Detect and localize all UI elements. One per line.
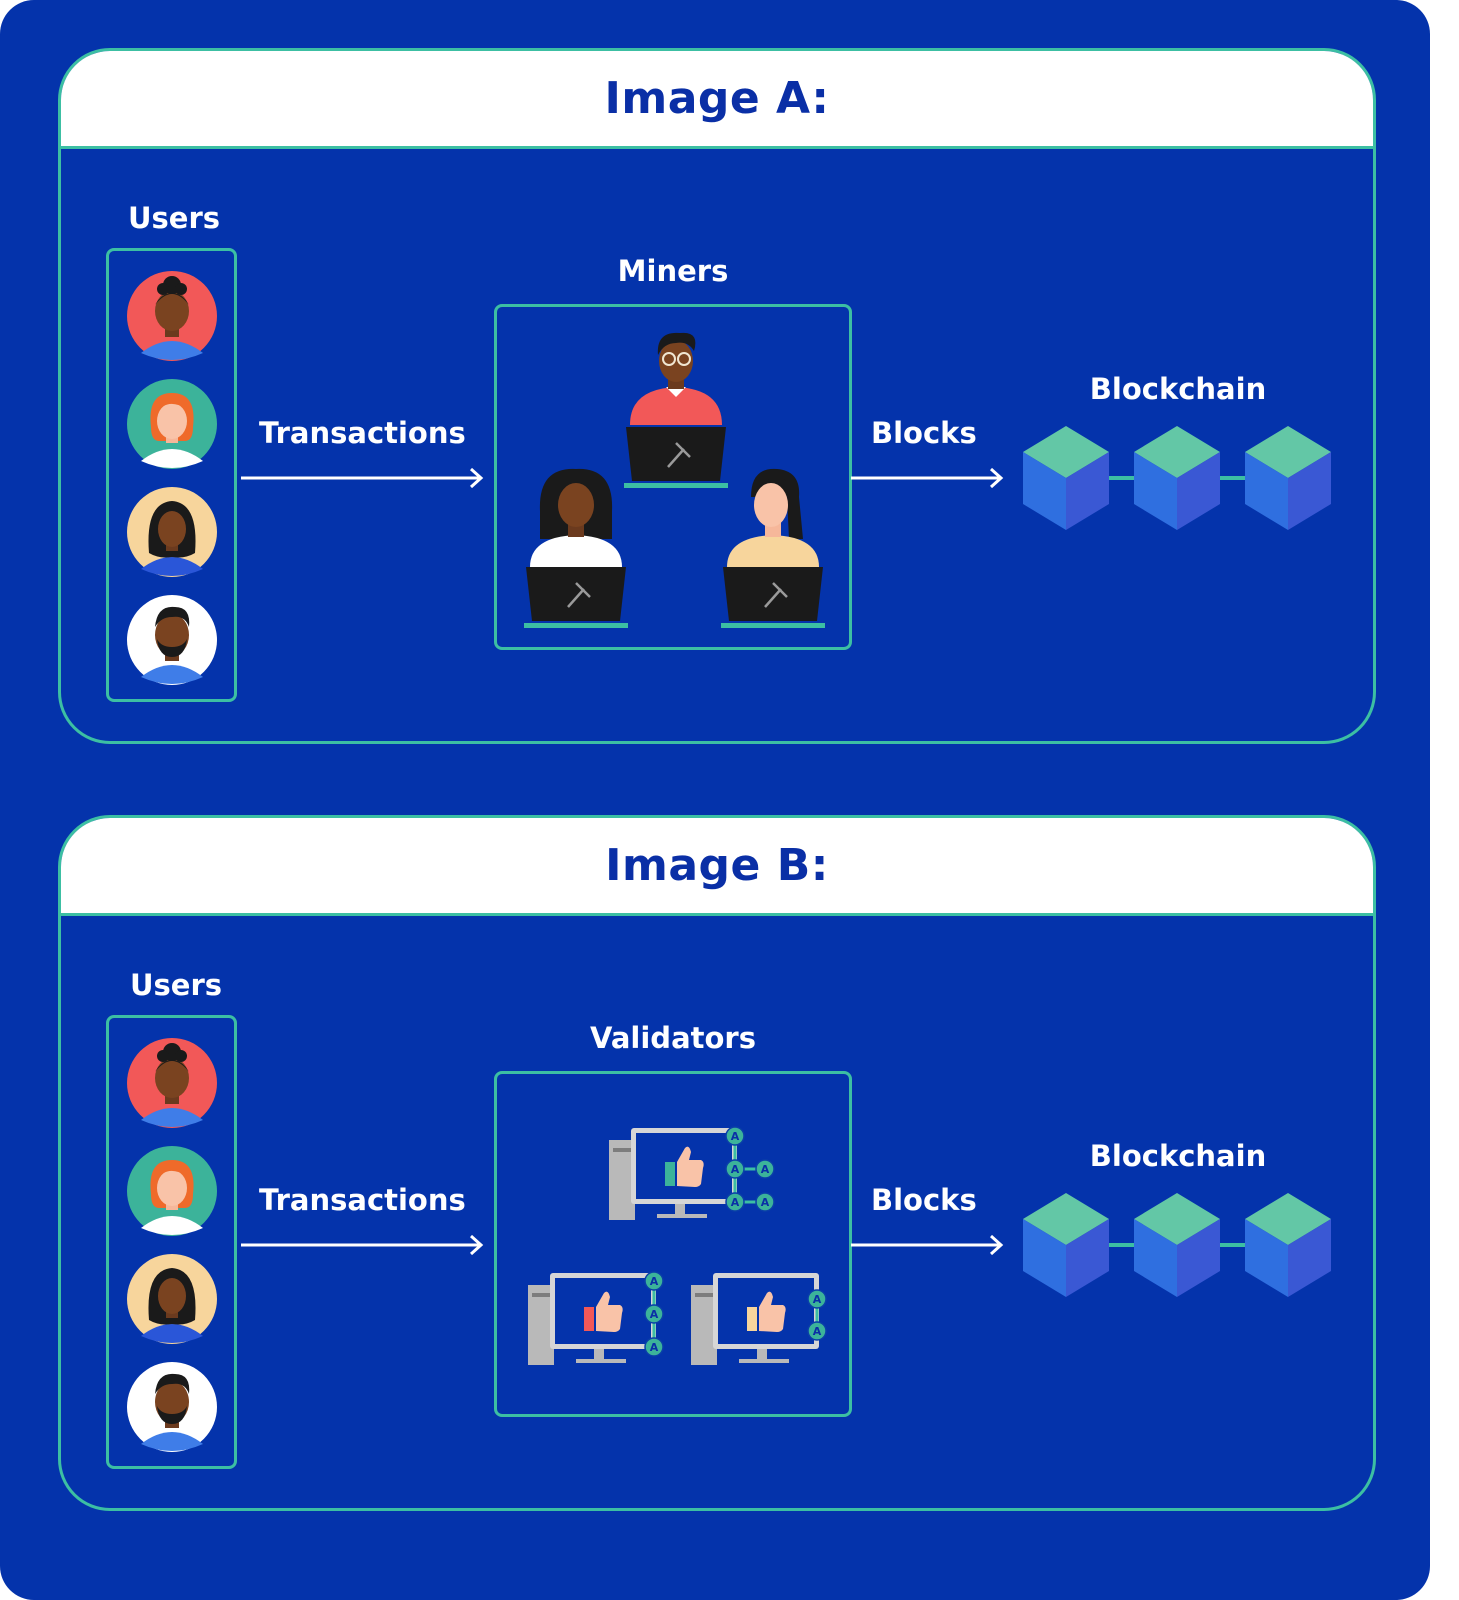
user-avatar-4 <box>127 1362 217 1452</box>
miner-figure-3 <box>721 468 825 628</box>
validator-computer-2: A A A <box>528 1271 664 1365</box>
svg-text:A: A <box>813 1293 822 1306</box>
users-box <box>106 1015 237 1469</box>
user-avatar-4 <box>127 595 217 685</box>
panel-title: Image A: <box>604 73 830 124</box>
blocks-label: Blocks <box>871 1183 977 1217</box>
transactions-arrow <box>241 1235 484 1255</box>
coin-icon: A <box>725 1159 745 1179</box>
svg-text:A: A <box>813 1325 822 1338</box>
coin-icon: A <box>755 1192 775 1212</box>
svg-text:A: A <box>731 1196 740 1209</box>
panel-image-a: Image A: Users <box>58 48 1376 744</box>
user-avatar-1 <box>127 1038 217 1128</box>
user-avatar-3 <box>127 1254 217 1344</box>
coin-icon: A <box>807 1321 827 1341</box>
block-cube-1 <box>1023 426 1109 530</box>
coin-icon: A <box>755 1159 775 1179</box>
block-cube-1 <box>1023 1193 1109 1297</box>
svg-text:A: A <box>650 1308 659 1321</box>
coin-icon: A <box>644 1337 664 1357</box>
coin-icon: A <box>725 1192 745 1212</box>
blocks-arrow <box>851 1235 1004 1255</box>
coin-icon: A <box>644 1271 664 1291</box>
blockchain-label: Blockchain <box>1089 372 1267 406</box>
blocks-arrow <box>851 468 1004 488</box>
svg-text:A: A <box>650 1341 659 1354</box>
transactions-arrow <box>241 468 484 488</box>
user-avatar-2 <box>127 379 217 469</box>
users-box <box>106 248 237 702</box>
block-cube-3 <box>1245 426 1331 530</box>
blocks-label: Blocks <box>871 416 977 450</box>
svg-text:A: A <box>731 1130 740 1143</box>
svg-text:A: A <box>761 1196 770 1209</box>
transactions-label: Transactions <box>259 416 466 450</box>
validator-computer-3: A A <box>691 1273 827 1365</box>
transactions-label: Transactions <box>259 1183 466 1217</box>
block-cube-3 <box>1245 1193 1331 1297</box>
miner-figure-1 <box>624 332 728 488</box>
coin-icon: A <box>725 1126 745 1146</box>
miner-figure-2 <box>524 468 628 628</box>
validator-computer-1: A A A A A <box>609 1126 775 1220</box>
svg-text:A: A <box>731 1163 740 1176</box>
svg-text:A: A <box>761 1163 770 1176</box>
block-cube-2 <box>1134 1193 1220 1297</box>
panel-image-b: Image B: Users <box>58 815 1376 1511</box>
users-label: Users <box>129 968 223 1002</box>
panel-title: Image B: <box>605 840 829 891</box>
users-label: Users <box>127 201 221 235</box>
validators-box: A A A A A A A A <box>494 1071 852 1417</box>
panel-header: Image A: <box>61 51 1373 149</box>
user-avatar-1 <box>127 271 217 361</box>
validators-label: Validators <box>590 1021 756 1055</box>
user-avatar-2 <box>127 1146 217 1236</box>
blockchain-cubes <box>1023 426 1331 530</box>
block-cube-2 <box>1134 426 1220 530</box>
user-avatar-3 <box>127 487 217 577</box>
svg-text:A: A <box>650 1275 659 1288</box>
miners-label: Miners <box>617 254 729 288</box>
blockchain-label: Blockchain <box>1089 1139 1267 1173</box>
panel-header: Image B: <box>61 818 1373 916</box>
coin-icon: A <box>807 1289 827 1309</box>
coin-icon: A <box>644 1304 664 1324</box>
miners-box <box>494 304 852 650</box>
blockchain-cubes <box>1023 1193 1331 1297</box>
